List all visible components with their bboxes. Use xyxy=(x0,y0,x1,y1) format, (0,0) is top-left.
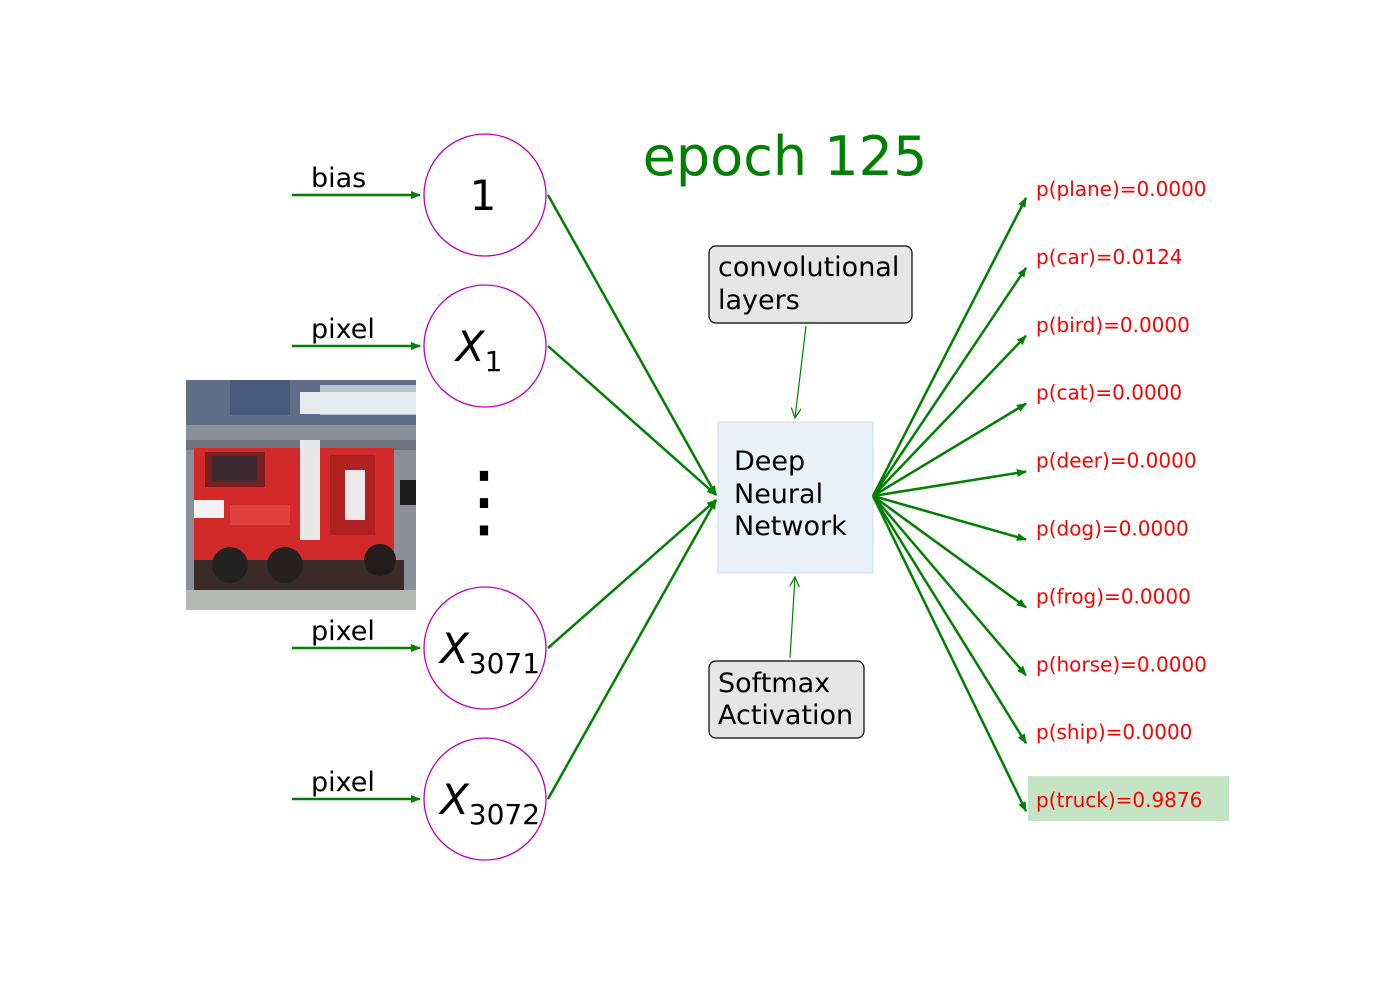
epoch-title: epoch 125 xyxy=(643,125,928,188)
node-variable: X xyxy=(454,322,486,371)
output-probability: p(car)=0.0124 xyxy=(871,245,1183,497)
softmax-callout-arrow xyxy=(790,577,795,659)
node-subscript: 3071 xyxy=(469,647,540,680)
output-label: p(plane)=0.0000 xyxy=(1036,177,1207,201)
input-label: pixel xyxy=(311,314,375,345)
input-unit: pixel X3072 xyxy=(292,737,547,861)
input-node xyxy=(423,586,547,710)
output-label: p(dog)=0.0000 xyxy=(1036,517,1189,541)
output-label: p(frog)=0.0000 xyxy=(1036,584,1191,608)
output-probability: p(frog)=0.0000 xyxy=(872,494,1191,609)
deep-neural-network-box: Deep Neural Network xyxy=(717,421,874,574)
output-probability: p(horse)=0.0000 xyxy=(872,495,1207,677)
input-node-label: X3072 xyxy=(438,775,540,831)
node-to-dnn-arrow xyxy=(546,499,718,800)
output-label: p(deer)=0.0000 xyxy=(1036,449,1197,473)
conv-label-line2: layers xyxy=(718,285,800,316)
softmax-label-line2: Activation xyxy=(718,700,853,731)
output-probability: p(plane)=0.0000 xyxy=(871,177,1207,497)
node-variable: X xyxy=(438,624,470,673)
output-arrow xyxy=(871,495,1028,745)
input-unit: pixel X1 xyxy=(292,284,547,408)
dnn-label-line3: Network xyxy=(734,511,847,542)
input-node-label: 1 xyxy=(470,171,497,220)
output-arrow xyxy=(872,494,1027,541)
output-arrow xyxy=(871,267,1028,497)
dnn-label-line2: Neural xyxy=(734,479,823,510)
node-to-dnn-arrow xyxy=(547,345,717,496)
output-label: p(cat)=0.0000 xyxy=(1036,381,1182,405)
input-node-label: X1 xyxy=(454,322,503,378)
input-node-label: X3071 xyxy=(438,624,540,680)
output-probability: p(truck)=0.9876 xyxy=(871,495,1229,822)
input-node xyxy=(423,737,547,861)
output-arrow xyxy=(872,469,1027,498)
output-arrow xyxy=(872,495,1027,677)
output-label: p(ship)=0.0000 xyxy=(1036,720,1192,744)
dnn-label-line1: Deep xyxy=(734,446,805,477)
ellipsis: ⋮ xyxy=(444,454,524,547)
conv-callout-arrow xyxy=(795,325,807,418)
node-to-dnn-arrow xyxy=(546,194,718,496)
fire-truck-image xyxy=(186,380,416,610)
output-probability: p(dog)=0.0000 xyxy=(872,494,1189,541)
top-prediction-highlight xyxy=(1028,776,1229,822)
output-arrow xyxy=(872,402,1027,498)
output-label: p(car)=0.0124 xyxy=(1036,245,1183,269)
output-arrow xyxy=(871,197,1028,497)
node-subscript: 1 xyxy=(484,345,502,378)
conv-label-line1: convolutional xyxy=(718,252,899,283)
input-node xyxy=(423,284,547,408)
node-subscript: 3072 xyxy=(469,798,540,831)
input-label: pixel xyxy=(311,616,375,647)
convolutional-layers-callout: convolutional layers xyxy=(708,245,913,418)
output-arrow xyxy=(872,334,1027,497)
node-variable: X xyxy=(438,775,470,824)
input-label: bias xyxy=(311,163,366,194)
input-unit: pixel X3071 xyxy=(292,586,547,710)
output-arrow xyxy=(871,495,1028,812)
output-label: p(truck)=0.9876 xyxy=(1036,788,1202,812)
input-unit: bias 1 xyxy=(292,133,547,257)
output-probability: p(bird)=0.0000 xyxy=(872,313,1190,497)
output-probability: p(ship)=0.0000 xyxy=(871,495,1192,745)
input-label: pixel xyxy=(311,767,375,798)
output-arrow xyxy=(872,494,1027,609)
output-probability: p(deer)=0.0000 xyxy=(872,449,1197,498)
input-node xyxy=(423,133,547,257)
output-label: p(horse)=0.0000 xyxy=(1036,652,1207,676)
output-probability: p(cat)=0.0000 xyxy=(872,381,1182,498)
node-to-dnn-arrow xyxy=(547,499,717,649)
output-label: p(bird)=0.0000 xyxy=(1036,313,1190,337)
softmax-activation-callout: Softmax Activation xyxy=(708,577,865,739)
softmax-label-line1: Softmax xyxy=(718,668,830,699)
